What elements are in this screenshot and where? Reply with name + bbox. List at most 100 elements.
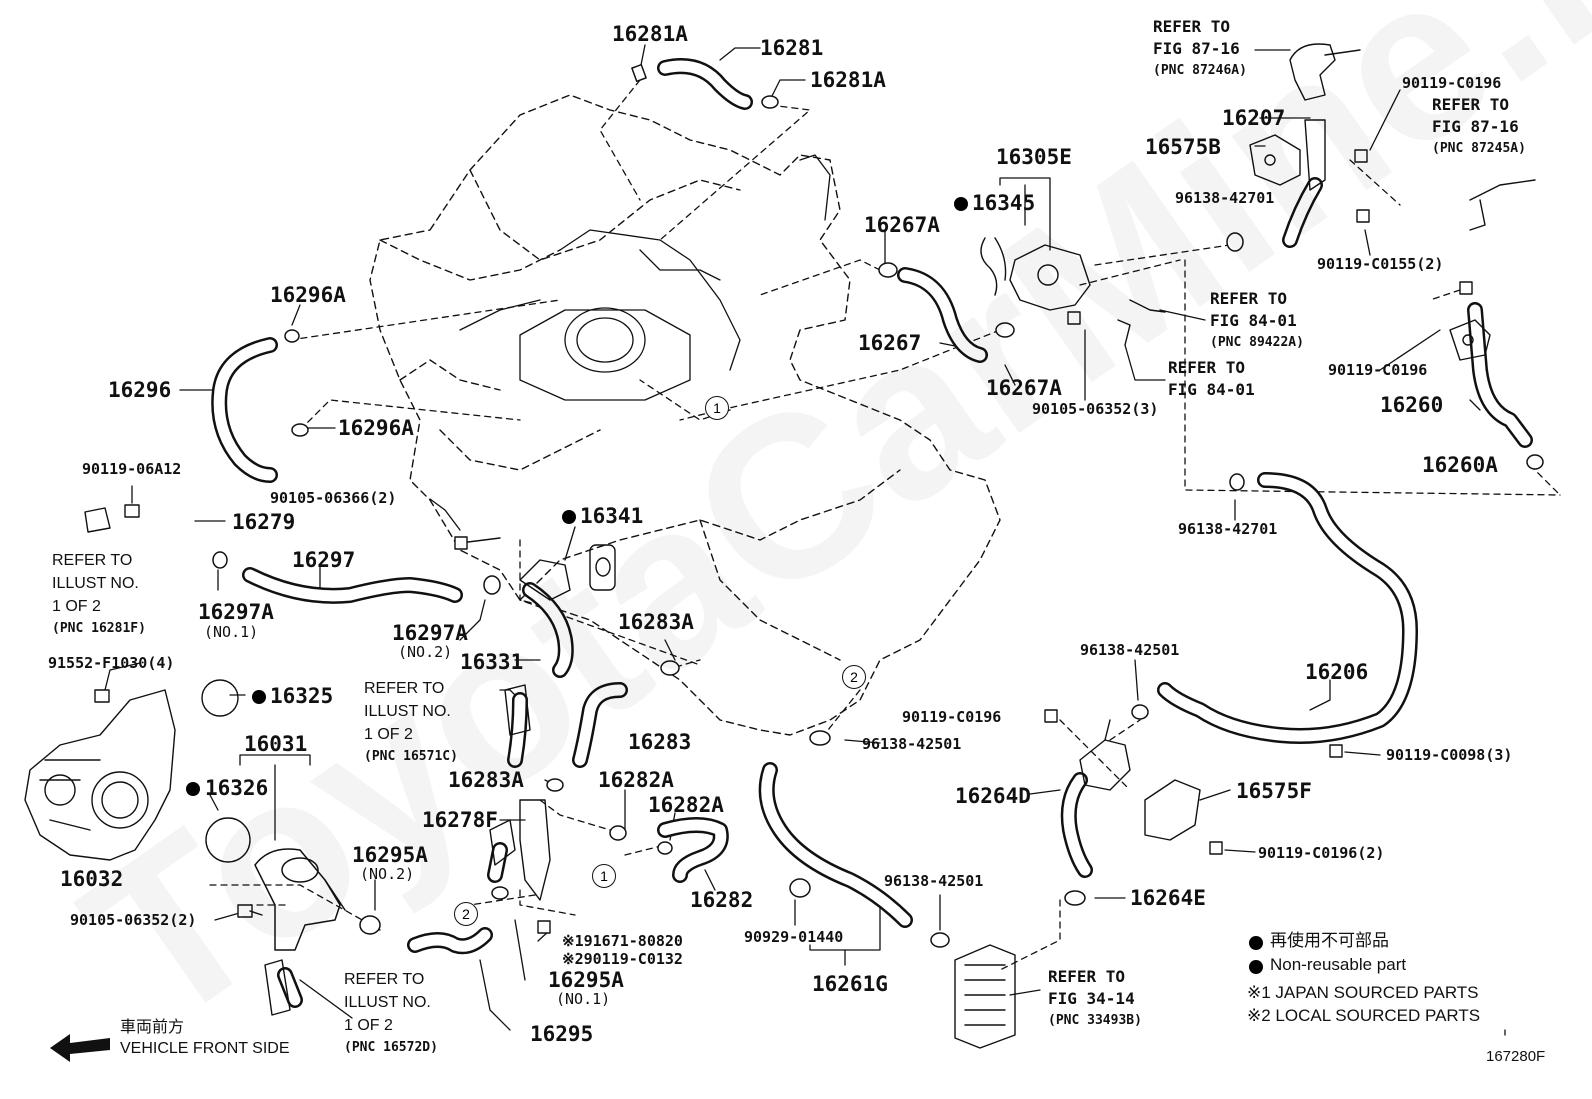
part-label-16297A-no1[interactable]: 16297A <box>198 600 274 624</box>
part-label-90929-01440[interactable]: 90929-01440 <box>744 928 844 946</box>
part-label-16295[interactable]: 16295 <box>530 1022 594 1046</box>
ref-line: FIG 84-01 <box>1210 311 1297 330</box>
refer-fig-87-16-b[interactable]: REFER TO FIG 87-16 (PNC 87245A) <box>1432 94 1526 160</box>
leader-lines-solid <box>104 44 1506 1036</box>
ref-line: FIG 34-14 <box>1048 989 1135 1008</box>
part-label-16575F[interactable]: 16575F <box>1236 779 1312 803</box>
ref-pnc: (PNC 87246A) <box>1153 63 1247 78</box>
part-label-16283[interactable]: 16283 <box>628 730 692 754</box>
part-label-16283A-right[interactable]: 16283A <box>618 610 694 634</box>
non-reusable-dot <box>252 690 266 704</box>
ref-line: REFER TO <box>364 680 445 697</box>
ref-stubs <box>84 319 1131 1016</box>
ref-pnc: (PNC 16281F) <box>52 621 146 636</box>
legend-dot-en <box>1249 960 1263 974</box>
ref-line: 1 OF 2 <box>52 598 101 615</box>
front-jp: 車両前方 <box>120 1019 185 1036</box>
part-label-16295A-no2[interactable]: 16295A <box>352 843 428 867</box>
ref-line: REFER TO <box>1153 17 1231 36</box>
part-label-16283A-left[interactable]: 16283A <box>448 768 524 792</box>
part-label-96138-42701-b[interactable]: 96138-42701 <box>1178 520 1278 538</box>
circle-marker-2: 2 <box>842 665 866 689</box>
part-label-16326[interactable]: 16326 <box>205 776 269 800</box>
refer-fig-34-14[interactable]: REFER TO FIG 34-14 (PNC 33493B) <box>1048 966 1142 1032</box>
part-label-16267A-top[interactable]: 16267A <box>864 213 940 237</box>
refer-illust-16571C[interactable]: REFER TO ILLUST NO. 1 OF 2 (PNC 16571C) <box>364 677 458 768</box>
bolts <box>94 149 1473 934</box>
part-label-16261G[interactable]: 16261G <box>812 972 888 996</box>
fitting-16260 <box>1449 319 1491 361</box>
part-label-90119-C0196-b[interactable]: 90119-C0196 <box>1328 361 1428 379</box>
part-label-16278F[interactable]: 16278F <box>422 808 498 832</box>
part-label-16281A-right[interactable]: 16281A <box>810 68 886 92</box>
part-label-96138-42501-a[interactable]: 96138-42501 <box>1080 641 1180 659</box>
ref-line: REFER TO <box>1168 358 1246 377</box>
bypass-fitting <box>1249 43 1536 231</box>
front-en: VEHICLE FRONT SIDE <box>120 1040 290 1057</box>
circle-marker-1: 1 <box>705 396 729 420</box>
part-label-16260[interactable]: 16260 <box>1380 393 1444 417</box>
part-label-16031[interactable]: 16031 <box>244 732 308 756</box>
part-label-16206[interactable]: 16206 <box>1305 660 1369 684</box>
ref-pnc: (PNC 16571C) <box>364 749 458 764</box>
part-label-16296A[interactable]: 16296A <box>270 283 346 307</box>
part-label-90119-C0196-a[interactable]: 90119-C0196 <box>1402 74 1502 92</box>
part-label-16305E[interactable]: 16305E <box>996 145 1072 169</box>
ref-line: REFER TO <box>344 971 425 988</box>
part-label-91552-F1030[interactable]: 91552-F1030(4) <box>48 654 175 672</box>
legend-note-1: ※1 JAPAN SOURCED PARTS <box>1247 983 1479 1002</box>
refer-fig-84-01-a[interactable]: REFER TO FIG 84-01 (PNC 89422A) <box>1210 288 1304 354</box>
refer-illust-16281F[interactable]: REFER TO ILLUST NO. 1 OF 2 (PNC 16281F) <box>52 549 146 640</box>
part-label-16331[interactable]: 16331 <box>460 650 524 674</box>
part-label-191671-80820[interactable]: ※191671-80820 <box>562 932 683 950</box>
part-label-16279[interactable]: 16279 <box>232 510 296 534</box>
part-label-90119-C0155[interactable]: 90119-C0155(2) <box>1317 255 1444 273</box>
part-label-16267A-bottom[interactable]: 16267A <box>986 376 1062 400</box>
thermostat-housing <box>254 848 346 951</box>
part-label-16297A-no2[interactable]: 16297A <box>392 621 468 645</box>
legend-note-2: ※2 LOCAL SOURCED PARTS <box>1247 1006 1481 1025</box>
part-label-16281A[interactable]: 16281A <box>612 22 688 46</box>
part-label-16575B[interactable]: 16575B <box>1145 135 1221 159</box>
part-label-16281[interactable]: 16281 <box>760 36 824 60</box>
circle-marker-2-b: 2 <box>454 902 478 926</box>
part-label-16296[interactable]: 16296 <box>108 378 172 402</box>
part-label-90105-06366[interactable]: 90105-06366(2) <box>270 489 397 507</box>
part-label-90119-06A12[interactable]: 90119-06A12 <box>82 460 182 478</box>
part-label-16295A-no1[interactable]: 16295A <box>548 968 624 992</box>
part-label-90105-06352-2[interactable]: 90105-06352(2) <box>70 911 197 929</box>
part-label-90119-C0098[interactable]: 90119-C0098(3) <box>1386 746 1513 764</box>
legend-jp: 再使用不可部品 <box>1270 931 1389 950</box>
refer-fig-84-01-b[interactable]: REFER TO FIG 84-01 <box>1168 357 1255 401</box>
part-label-16282[interactable]: 16282 <box>690 888 754 912</box>
part-label-96138-42501-b[interactable]: 96138-42501 <box>862 735 962 753</box>
part-label-16345[interactable]: 16345 <box>972 191 1036 215</box>
ref-line: REFER TO <box>1432 95 1510 114</box>
part-label-90119-C0196-c[interactable]: 90119-C0196 <box>902 708 1002 726</box>
part-label-16207[interactable]: 16207 <box>1222 106 1286 130</box>
part-label-90105-06352-3[interactable]: 90105-06352(3) <box>1032 400 1159 418</box>
part-label-96138-42501-c[interactable]: 96138-42501 <box>884 872 984 890</box>
part-label-16282A-top[interactable]: 16282A <box>598 768 674 792</box>
part-label-16032[interactable]: 16032 <box>60 867 124 891</box>
part-note-no2: (NO.2) <box>398 643 453 661</box>
part-label-16260A[interactable]: 16260A <box>1422 453 1498 477</box>
part-label-16267[interactable]: 16267 <box>858 331 922 355</box>
diagram-code: 167280F <box>1486 1048 1546 1065</box>
part-label-16264E[interactable]: 16264E <box>1130 886 1206 910</box>
part-label-96138-42701-a[interactable]: 96138-42701 <box>1175 189 1275 207</box>
part-label-16296A-bottom[interactable]: 16296A <box>338 416 414 440</box>
ref-line: REFER TO <box>1210 289 1288 308</box>
part-label-290119-C0132[interactable]: ※290119-C0132 <box>562 950 683 968</box>
part-label-16325[interactable]: 16325 <box>270 684 334 708</box>
part-label-16341[interactable]: 16341 <box>580 504 644 528</box>
refer-illust-16572D[interactable]: REFER TO ILLUST NO. 1 OF 2 (PNC 16572D) <box>344 968 438 1059</box>
part-label-16297[interactable]: 16297 <box>292 548 356 572</box>
ref-line: 1 OF 2 <box>344 1017 393 1034</box>
part-label-16282A-mid[interactable]: 16282A <box>648 793 724 817</box>
ref-line: ILLUST NO. <box>344 994 431 1011</box>
refer-fig-87-16-a[interactable]: REFER TO FIG 87-16 (PNC 87246A) <box>1153 16 1247 82</box>
part-label-90119-C0196-2[interactable]: 90119-C0196(2) <box>1258 844 1385 862</box>
part-label-16264D[interactable]: 16264D <box>955 784 1031 808</box>
water-pump-assembly <box>24 679 251 863</box>
